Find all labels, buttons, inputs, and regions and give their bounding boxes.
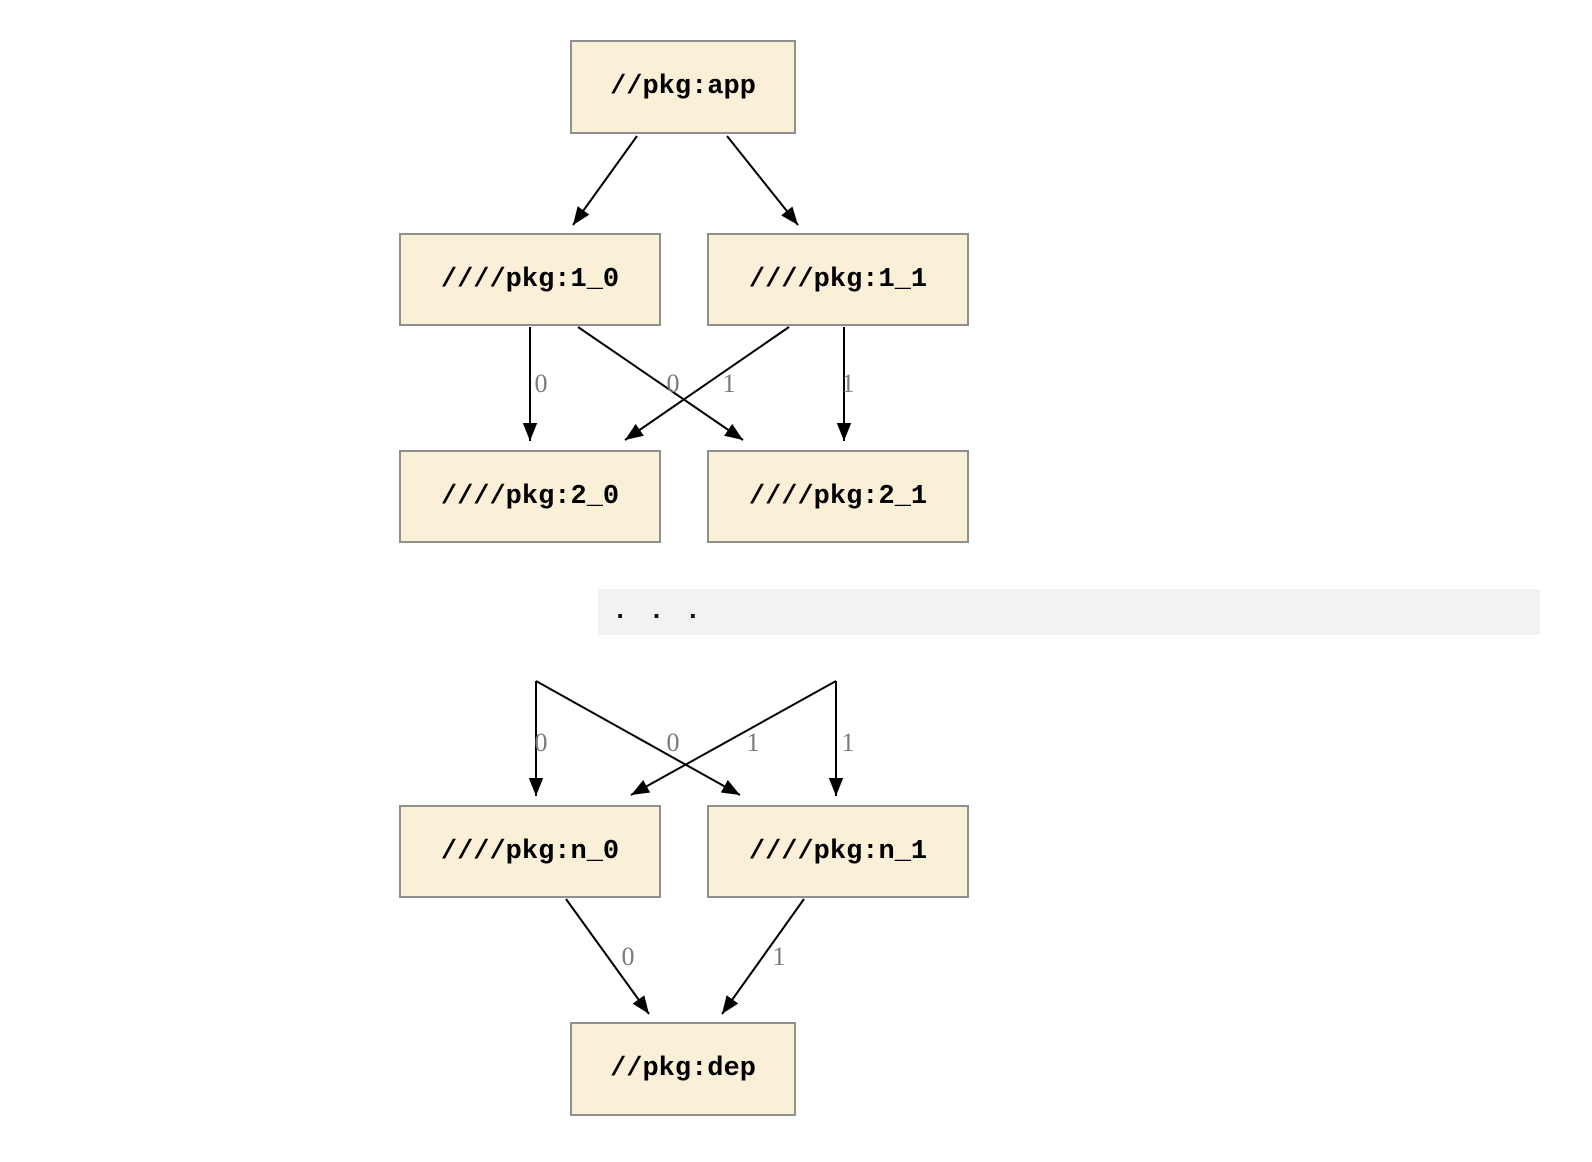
- node-pkg-app: //pkg:app: [570, 40, 796, 134]
- ellipsis-band: . . .: [598, 589, 1540, 635]
- edge-n-0-to-dep: [565, 898, 650, 1015]
- node-label: ////pkg:1_0: [440, 264, 620, 295]
- node-label: ////pkg:2_0: [440, 481, 620, 512]
- edge-label: 1: [746, 728, 760, 757]
- edge-label: 0: [534, 369, 548, 398]
- node-pkg-1-1: ////pkg:1_1: [707, 233, 969, 326]
- edge-label: 1: [772, 942, 786, 971]
- edge-app-to-1-0: [572, 135, 638, 226]
- node-label: ////pkg:n_0: [440, 836, 620, 867]
- node-label: ////pkg:n_1: [748, 836, 928, 867]
- node-label: ////pkg:2_1: [748, 481, 928, 512]
- ellipsis-text: . . .: [612, 597, 704, 627]
- edge-label: 0: [621, 942, 635, 971]
- node-pkg-1-0: ////pkg:1_0: [399, 233, 661, 326]
- edge-label: 1: [841, 369, 855, 398]
- node-pkg-2-1: ////pkg:2_1: [707, 450, 969, 543]
- edge-ellipsis-to-n-0-cross: [630, 680, 837, 796]
- edge-n-1-to-dep: [721, 898, 805, 1015]
- edge-1-0-to-2-1: [577, 326, 744, 441]
- edge-label: 1: [722, 369, 736, 398]
- node-pkg-2-0: ////pkg:2_0: [399, 450, 661, 543]
- node-label: //pkg:app: [610, 72, 756, 102]
- edge-app-to-1-1: [726, 135, 799, 226]
- edge-1-1-to-2-0: [624, 326, 790, 441]
- node-pkg-n-1: ////pkg:n_1: [707, 805, 969, 898]
- edge-label: 0: [666, 369, 680, 398]
- node-label: ////pkg:1_1: [748, 264, 928, 295]
- edge-label: 0: [666, 728, 680, 757]
- edge-ellipsis-to-n-1-cross: [535, 680, 741, 796]
- node-label: //pkg:dep: [610, 1054, 756, 1084]
- edge-label: 0: [534, 728, 548, 757]
- node-pkg-n-0: ////pkg:n_0: [399, 805, 661, 898]
- edge-label: 1: [841, 728, 855, 757]
- node-pkg-dep: //pkg:dep: [570, 1022, 796, 1116]
